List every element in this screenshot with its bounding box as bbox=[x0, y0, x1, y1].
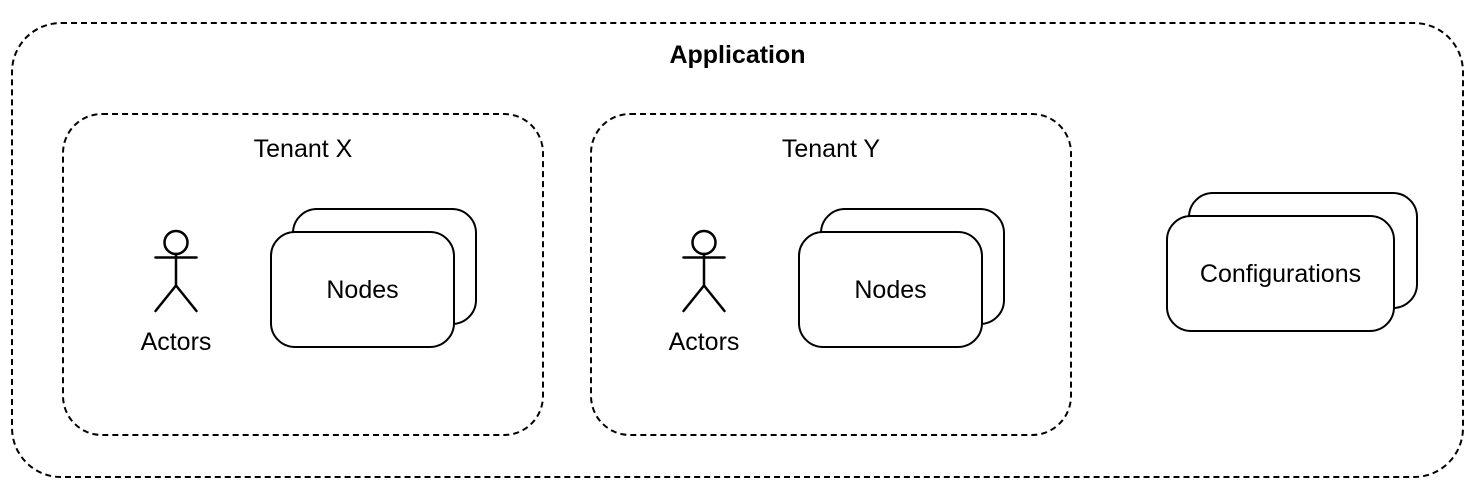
tenant-y-label: Tenant Y bbox=[781, 135, 881, 163]
actor-icon bbox=[154, 229, 198, 313]
nodes-label: Nodes bbox=[326, 275, 399, 304]
tenant-x-actors: Actors bbox=[114, 229, 238, 356]
application-label: Application bbox=[669, 41, 806, 69]
tenant-y-boundary: Tenant Y Actors Nodes bbox=[590, 113, 1072, 436]
actors-label: Actors bbox=[140, 328, 212, 356]
configurations-card: Configurations bbox=[1166, 215, 1395, 332]
nodes-label: Nodes bbox=[854, 275, 927, 304]
nodes-card: Nodes bbox=[798, 231, 983, 348]
actors-label: Actors bbox=[668, 328, 740, 356]
tenant-y-actors: Actors bbox=[642, 229, 766, 356]
nodes-card: Nodes bbox=[270, 231, 455, 348]
tenant-x-label: Tenant X bbox=[253, 135, 353, 163]
tenant-x-boundary: Tenant X Actors Nodes bbox=[62, 113, 544, 436]
actor-icon bbox=[682, 229, 726, 313]
configurations-label: Configurations bbox=[1199, 259, 1362, 288]
application-boundary: Application bbox=[11, 22, 1464, 478]
